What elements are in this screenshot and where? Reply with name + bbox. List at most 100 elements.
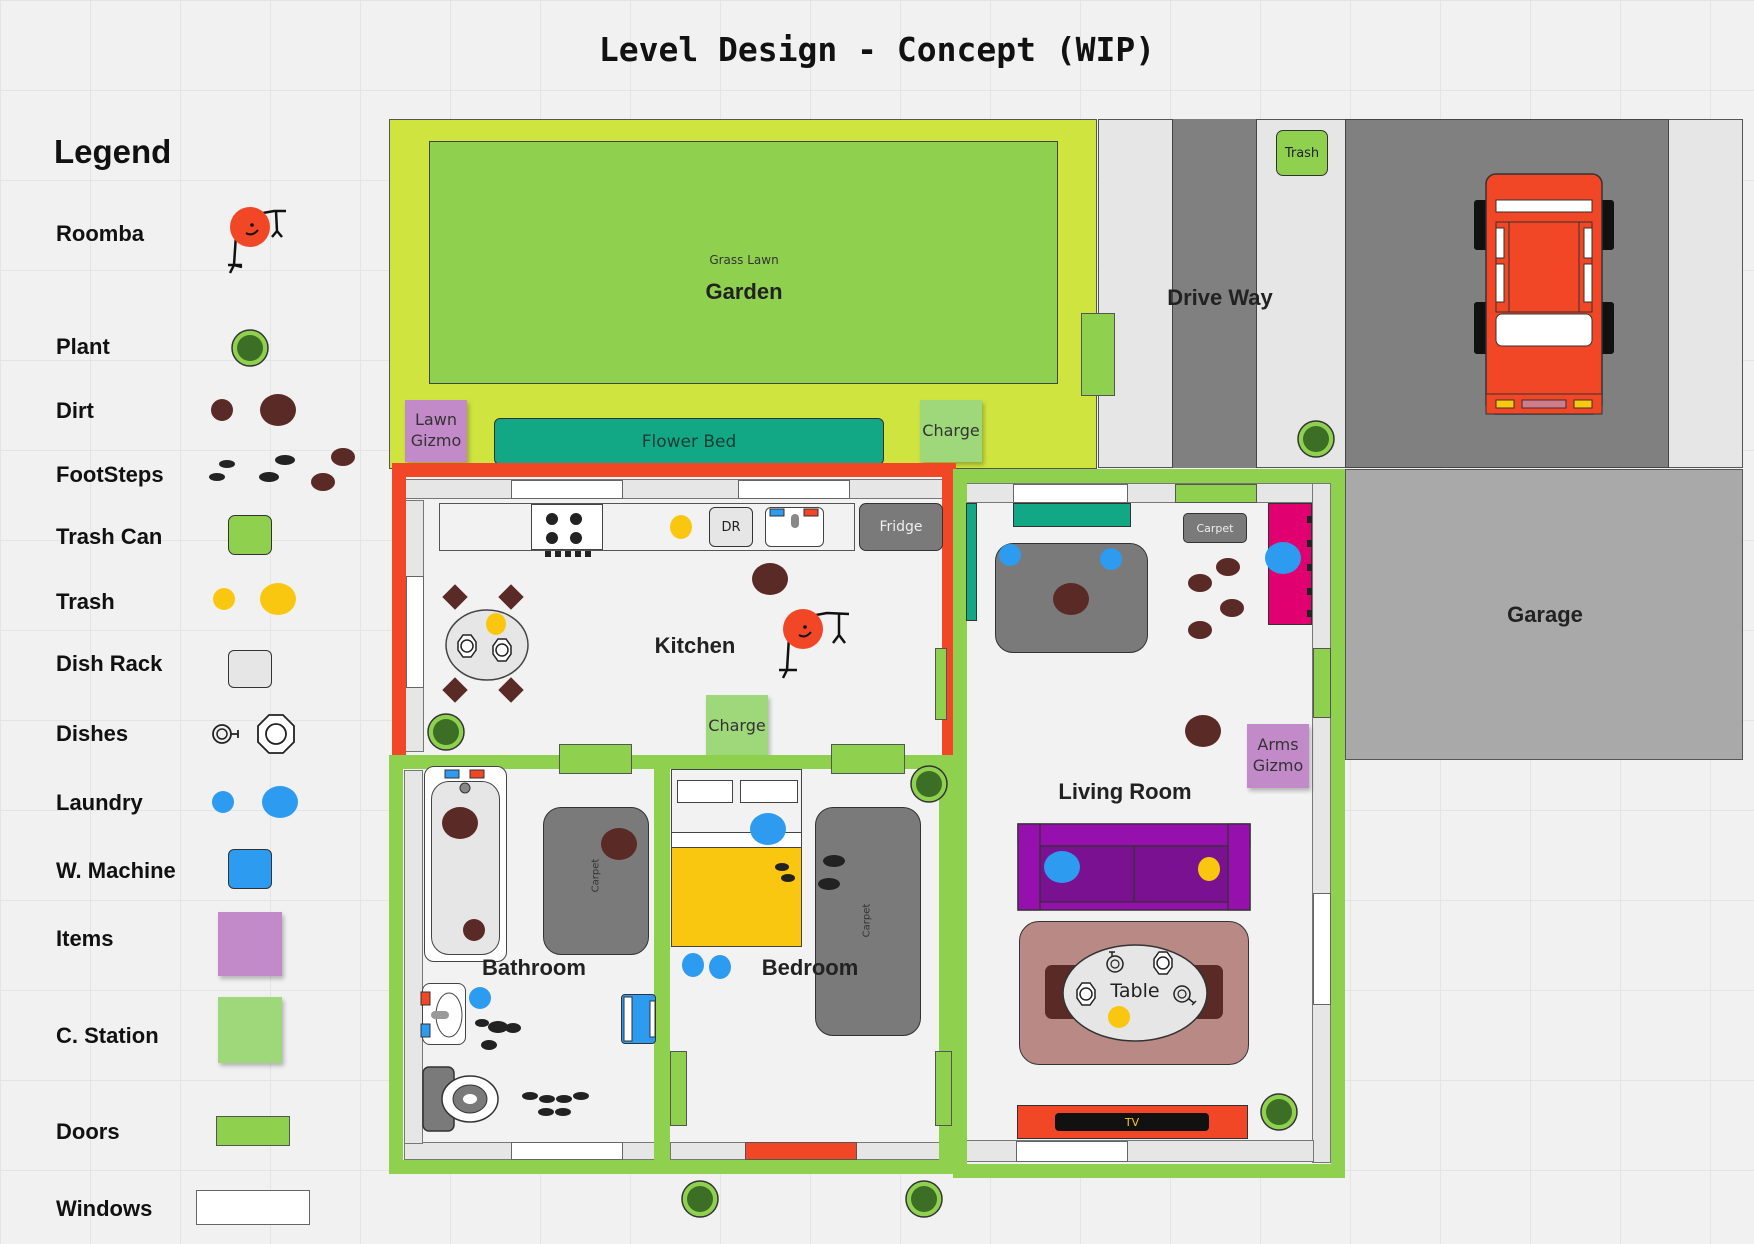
legend-label-roomba: Roomba [56, 221, 144, 246]
kitchen-label: Kitchen [654, 633, 736, 658]
kitchen-charge-station[interactable]: Charge [706, 695, 768, 757]
bathroom-laundry-stains [469, 987, 508, 1050]
dirt-icon [601, 828, 637, 860]
laundry-icon [750, 813, 786, 845]
roomba-icon [228, 207, 286, 274]
drive-way-label: Drive Way [1167, 285, 1273, 310]
dirt-icon [752, 563, 788, 595]
dish-rack[interactable]: DR [709, 507, 753, 547]
plant-icon [1297, 420, 1335, 458]
trash-icon [213, 583, 296, 615]
footsteps-icon [775, 863, 795, 882]
trash-can[interactable]: Trash [1276, 130, 1328, 176]
arms-gizmo[interactable]: Arms Gizmo [1247, 724, 1309, 788]
dish-rack-icon [228, 650, 272, 688]
grass-lawn-label: Grass Lawn [709, 253, 779, 267]
laundry-icon [682, 953, 731, 979]
legend-heading: Legend [54, 133, 172, 170]
legend-label-trash-can: Trash Can [56, 524, 163, 549]
driveway-lane-left [1172, 119, 1257, 468]
stove [531, 504, 603, 557]
garden-label: Garden [705, 279, 783, 304]
living-window [1313, 893, 1331, 1005]
bedroom-front-door[interactable] [745, 1142, 857, 1160]
bedroom-carpet [815, 807, 921, 1036]
dirt-icon [1185, 715, 1221, 747]
faucet-icon [769, 508, 819, 528]
table-label: Table [1110, 980, 1160, 1002]
footsteps-icon [209, 448, 355, 491]
legend-label-dirt: Dirt [56, 398, 94, 423]
toilet-icon [422, 1066, 499, 1132]
legend-label-dish-rack: Dish Rack [56, 651, 163, 676]
plant-icon [681, 1180, 719, 1218]
bathroom-sink [420, 983, 466, 1045]
bathtub-details [442, 769, 485, 941]
plant-icon [1260, 1093, 1298, 1131]
grass-lawn [429, 141, 1058, 384]
roomba-icon [779, 609, 850, 679]
living-shelf [966, 503, 977, 621]
footsteps-icon [1188, 558, 1244, 639]
kitchen-window [738, 480, 850, 499]
bathroom-window [511, 1142, 623, 1160]
legend-label-footsteps: FootSteps [56, 462, 164, 487]
sofa-icon [1017, 823, 1251, 911]
living-door-north[interactable] [1175, 484, 1257, 503]
dining-table-icon [442, 584, 529, 703]
garage-floor [1345, 469, 1743, 760]
bathroom-label: Bathroom [482, 955, 586, 980]
bedroom-label: Bedroom [761, 955, 859, 980]
bathroom-carpet [543, 807, 649, 955]
footsteps-icon [505, 1023, 521, 1033]
bathroom-door[interactable] [559, 744, 632, 774]
living-window [1016, 1141, 1128, 1162]
legend-label-w-machine: W. Machine [56, 858, 176, 883]
legend-label-windows: Windows [56, 1196, 153, 1221]
living-garage-door[interactable] [1313, 648, 1331, 718]
fridge: Fridge [859, 503, 943, 551]
living-cabinet [1013, 503, 1131, 527]
trash-can-icon [228, 515, 272, 555]
laundry-icon [212, 786, 298, 818]
wardrobe-stains [1265, 516, 1312, 617]
legend-label-trash: Trash [56, 589, 115, 614]
items-icon [218, 912, 282, 976]
legend-label-laundry: Laundry [56, 790, 143, 815]
plant-icon [910, 765, 948, 803]
wardrobe [1265, 503, 1312, 625]
kitchen-door-east[interactable] [935, 648, 947, 720]
plant-icon [231, 329, 269, 367]
kitchen-window [406, 576, 424, 688]
footsteps-icon [522, 1092, 589, 1116]
living-window [1013, 484, 1128, 503]
legend-label-dishes: Dishes [56, 721, 129, 746]
legend-label-plant: Plant [56, 334, 110, 359]
living-room-label: Living Room [1058, 779, 1192, 804]
living-room-wall [953, 469, 1345, 1178]
kitchen-window [511, 480, 623, 499]
car-icon [1474, 173, 1614, 415]
pillow [677, 780, 733, 803]
garage-label: Garage [1507, 602, 1583, 627]
bedroom-bathroom-door[interactable] [670, 1051, 687, 1126]
plant-icon [905, 1180, 943, 1218]
kitchen-sink [765, 507, 824, 547]
bedroom-living-door[interactable] [935, 1051, 952, 1126]
legend-label-c-station: C. Station [56, 1023, 159, 1048]
garden-charge-station[interactable]: Charge [920, 400, 982, 462]
legend-label-items: Items [56, 926, 114, 951]
trash-icon [670, 515, 692, 539]
living-carpet-stains [999, 544, 1122, 615]
lawn-gizmo[interactable]: Lawn Gizmo [405, 400, 467, 462]
bathroom-carpet-label: Carpet [590, 858, 602, 893]
bathroom-west-wall [404, 770, 423, 1144]
bedroom-door[interactable] [831, 744, 905, 774]
page-title: Level Design - Concept (WIP) [598, 30, 1156, 69]
footsteps-icon [818, 855, 845, 890]
sink-faucet-icon [420, 991, 463, 1038]
flower-bed: Flower Bed [494, 418, 884, 465]
tv[interactable]: TV [1055, 1113, 1209, 1131]
plant-icon [427, 713, 465, 751]
garden-driveway-gate[interactable] [1081, 313, 1115, 396]
